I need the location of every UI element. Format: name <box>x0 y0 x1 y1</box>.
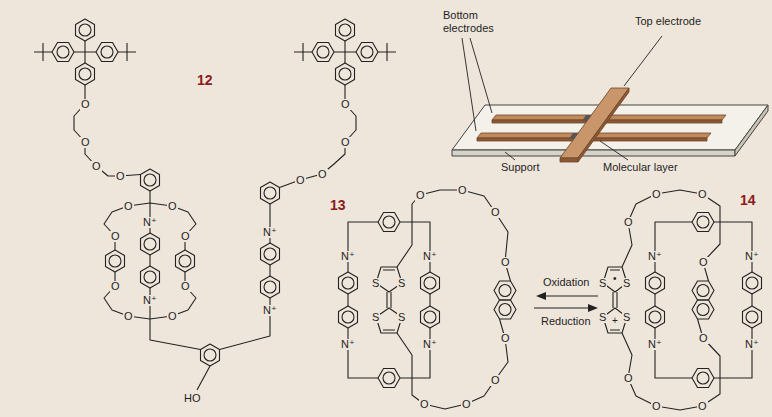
atom-label: N⁺ <box>340 339 356 350</box>
atom-label: O <box>80 137 91 148</box>
callout-label: Support <box>500 161 541 174</box>
atom-label: N⁺ <box>262 227 278 238</box>
atom-label: HO <box>183 393 202 404</box>
atom-label: O <box>317 169 328 180</box>
reaction-arrows <box>534 292 598 312</box>
atom-label: S <box>622 312 631 323</box>
atom-label: O <box>80 99 91 110</box>
atom-label: S <box>598 278 607 289</box>
atom-label: O <box>415 190 426 201</box>
atom-label: S <box>397 278 406 289</box>
atom-label: S <box>371 312 380 323</box>
atom-label: O <box>500 257 511 268</box>
atom-label: O <box>91 161 102 172</box>
compound-number: 12 <box>197 73 213 87</box>
atom-label: O <box>651 401 662 412</box>
atom-label: S <box>397 312 406 323</box>
compound-number: 13 <box>330 198 346 212</box>
molecule-12 <box>34 19 396 390</box>
atom-label: O <box>500 333 511 344</box>
atom-label: O <box>123 311 134 322</box>
atom-label: O <box>461 399 472 410</box>
atom-label: N⁺ <box>647 339 663 350</box>
atom-label: S <box>598 312 607 323</box>
atom-label: O <box>340 137 351 148</box>
atom-label: O <box>180 231 191 242</box>
molecule-14 <box>603 190 762 410</box>
callout-label: Top electrode <box>634 15 702 28</box>
callout-label: Reduction <box>540 315 592 328</box>
atom-label: O <box>697 401 708 412</box>
atom-label: N⁺ <box>744 251 760 262</box>
atom-label: N⁺ <box>262 305 278 316</box>
atom-label: O <box>697 189 708 200</box>
atom-label: N⁺ <box>142 295 158 306</box>
atom-label: O <box>457 185 468 196</box>
atom-label: O <box>110 281 121 292</box>
atom-label: N⁺ <box>340 251 356 262</box>
atom-label: O <box>180 281 191 292</box>
atom-label: N⁺ <box>422 339 438 350</box>
atom-label: N⁺ <box>744 339 760 350</box>
atom-label: O <box>167 201 178 212</box>
atom-label: O <box>167 311 178 322</box>
atom-label: O <box>698 333 709 344</box>
atom-label: N⁺ <box>422 251 438 262</box>
atom-label: O <box>340 99 351 110</box>
atom-label: O <box>623 217 634 228</box>
compound-number: 14 <box>740 193 756 207</box>
atom-label: O <box>490 375 501 386</box>
atom-label: N⁺ <box>142 217 158 228</box>
atom-label: O <box>698 257 709 268</box>
molecule-13 <box>339 190 517 409</box>
atom-label: O <box>623 373 634 384</box>
atom-label: O <box>490 207 501 218</box>
atom-label: O <box>419 399 430 410</box>
atom-label: S <box>622 278 631 289</box>
atom-label: O <box>123 201 134 212</box>
atom-label: N⁺ <box>647 251 663 262</box>
callout-label: Molecular layer <box>602 161 679 174</box>
callout-label: Bottom electrodes <box>442 9 514 35</box>
atom-label: O <box>651 189 662 200</box>
device-schematic <box>452 36 768 162</box>
charge-symbol: + <box>612 316 618 326</box>
atom-label: O <box>295 175 306 186</box>
atom-label: O <box>115 171 126 182</box>
atom-label: S <box>371 278 380 289</box>
atom-label: O <box>110 231 121 242</box>
callout-label: Oxidation <box>542 276 590 289</box>
charge-symbol: • <box>613 274 617 284</box>
